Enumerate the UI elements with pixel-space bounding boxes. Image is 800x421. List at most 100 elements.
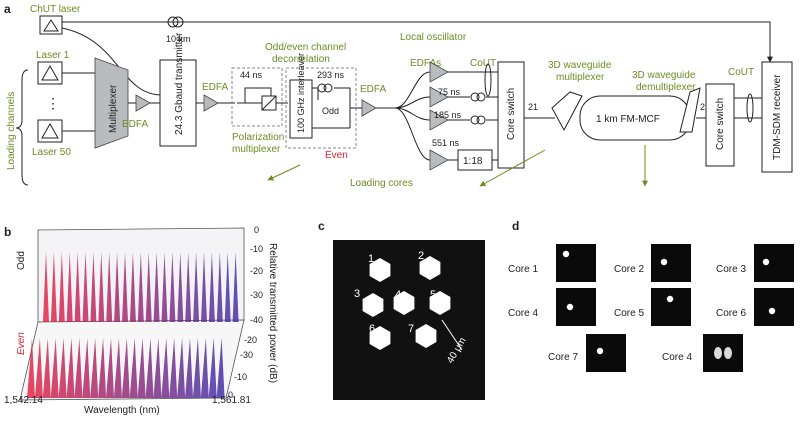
hex-cores [362,256,451,350]
odd-tick-0: 0 [254,225,259,235]
odd-peak [208,252,215,322]
odd-tick-4: -40 [250,315,263,325]
delay-75: 75 ns [438,87,461,97]
arrow-to-c [479,149,546,187]
laser-icon [43,19,59,32]
splitter-fan [394,71,431,161]
odd-peak [74,252,81,322]
hex-core-6 [369,326,391,350]
odd-peak [122,252,128,322]
pol-mux-label-1: Polarization [232,132,284,143]
port-21-label-2: 21 [700,102,710,112]
even-peak [82,338,91,398]
multiplexer-shape [94,57,129,149]
even-peak [98,338,107,398]
odd-peak [216,252,223,322]
even-peak [216,338,225,398]
lo-path [62,21,773,63]
laser1-label: Laser 1 [36,50,70,61]
even-peak [185,338,193,398]
odd-peak [43,252,49,322]
even-peak [113,338,122,398]
even-peak [153,338,162,398]
mode-tile-2 [651,244,691,282]
even-peak [74,338,83,398]
mode-tile-6 [754,288,794,326]
core-num-2: 2 [418,250,424,262]
receiver-label: TDM-SDM receiver [772,74,783,160]
odd-even-title-1: Odd/even channel [265,42,346,53]
dots: ⋮ [46,95,60,111]
edfa-3-label: EDFA [360,84,386,95]
even-peak [129,338,138,398]
y-axis-label: Relative transmitted power (dB) [267,243,278,383]
even-tick-2: -10 [234,372,247,382]
transmitter-label: 24.3 Gbaud transmitter [174,32,185,135]
even-peak [177,338,186,398]
delay-44-label: 44 ns [240,70,263,80]
mode-spot [566,303,574,311]
fm-mcf-label: 1 km FM-MCF [596,114,660,125]
x-min-label: 1,542.14 [4,395,43,406]
odd-peak [177,252,184,322]
core-4b-label: Core 4 [662,352,692,363]
core-num-4: 4 [395,289,401,301]
interleaver-label: 100 GHz interleaver [296,53,306,133]
x-max-label: 1,561.81 [212,395,251,406]
fiber-10km-label: 10 km [166,34,191,44]
even-peak [161,338,170,398]
mode-spot [666,295,674,303]
pol-mux-box [231,67,283,127]
core-num-6: 6 [369,323,375,335]
delay-551: 551 ns [432,138,460,148]
odd-peak [169,252,176,322]
receiver-box [761,61,793,173]
odd-peak [232,252,239,322]
hex-core-3 [362,293,384,317]
even-peak [58,338,67,398]
mode-spot [562,250,570,258]
odd-peak [153,252,160,322]
even-peak [192,338,201,398]
odd-even-title-2: decorrelation [272,54,330,65]
odd-peak [114,252,121,322]
pol-mux-label-2: multiplexer [232,144,281,155]
odd-tick-3: -30 [250,290,263,300]
mode-spot [768,307,776,315]
core-switch-2 [705,83,735,167]
odd-peak [224,252,231,322]
even-peak [137,338,146,398]
hex-core-7 [415,324,437,348]
cout-ellipse [484,63,492,97]
odd-peak [106,252,113,322]
port-21-label: 21 [528,102,538,112]
core-switch-1-label: Core switch [506,88,517,140]
scale-line [441,319,463,351]
odd-peak [66,252,73,322]
mode-tile-7 [586,334,626,372]
mode-spot [762,258,770,266]
core-3-label: Core 3 [716,264,746,275]
mode-tile-3 [754,244,794,282]
even-peak [66,338,75,398]
edfa-2-label: EDFA [202,82,228,93]
cout-label: CoUT [470,58,496,69]
core-5-label: Core 5 [614,308,644,319]
mode-images [556,244,794,372]
odd-peak [185,252,192,322]
splitter-label: 1:18 [463,156,483,167]
delay-185: 185 ns [434,110,462,120]
edfas-label: EDFAs [410,58,441,69]
odd-peak [137,252,144,322]
core-4-label: Core 4 [508,308,538,319]
even-label: Even [325,150,348,161]
delay-293-label: 293 ns [317,70,345,80]
fiber-coil-icon [167,16,179,28]
core-1-label: Core 1 [508,264,538,275]
mode-spot [660,258,668,266]
odd-peak [201,252,207,322]
odd-tick-1: -10 [250,244,263,254]
panel-b-label: b [4,225,11,239]
